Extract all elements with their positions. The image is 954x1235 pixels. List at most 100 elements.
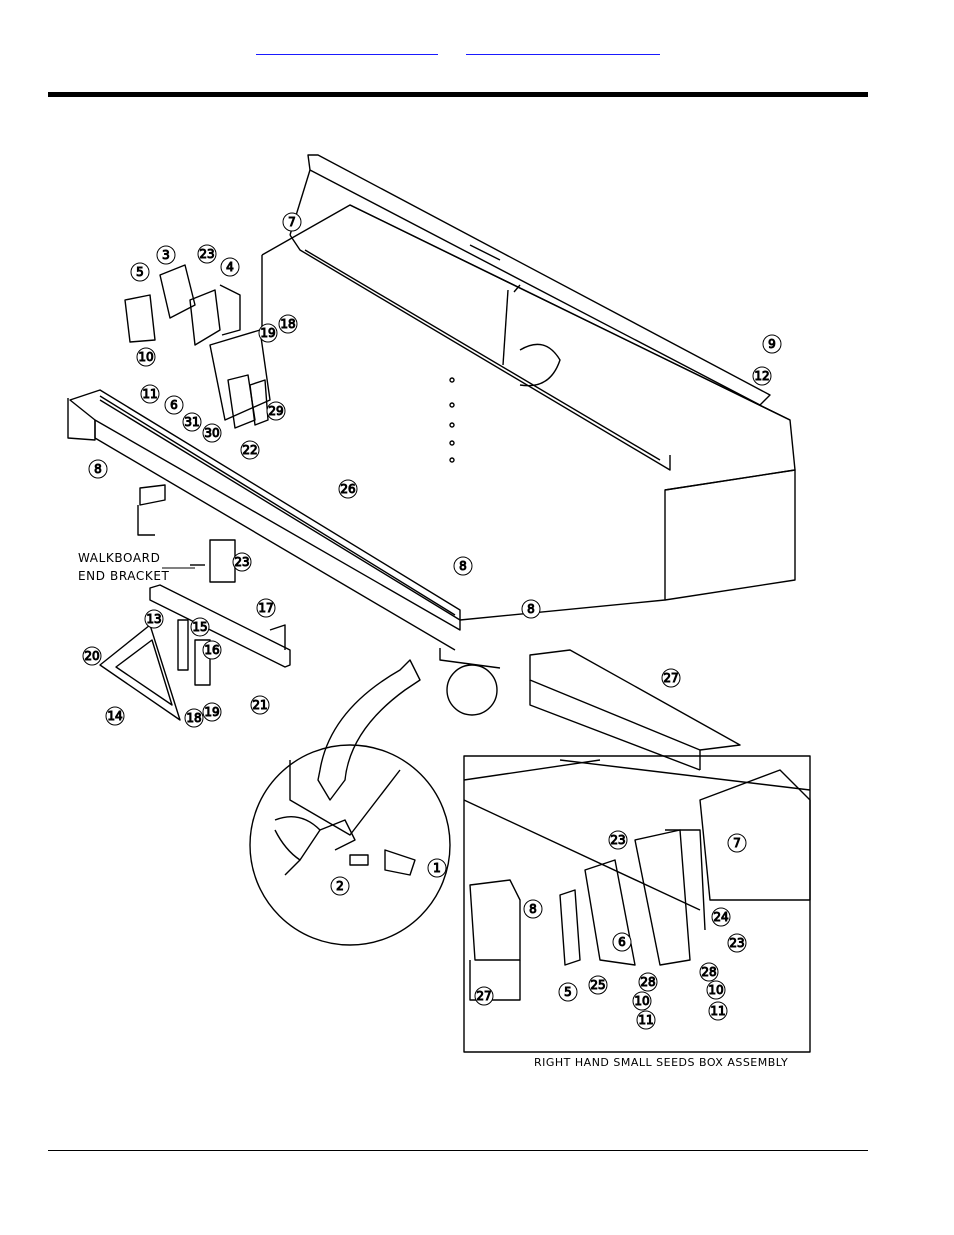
callout-16: 16: [203, 641, 221, 659]
svg-text:4: 4: [226, 260, 234, 274]
svg-text:15: 15: [192, 620, 207, 634]
svg-text:25: 25: [590, 978, 605, 992]
callout-11a: 11: [141, 385, 159, 403]
svg-text:1: 1: [433, 861, 441, 875]
callout-22: 22: [241, 441, 259, 459]
svg-text:27: 27: [476, 989, 491, 1003]
footer-rule: [48, 1150, 868, 1151]
svg-text:19: 19: [204, 705, 219, 719]
callout-8c: 8: [522, 600, 540, 618]
callout-13: 13: [145, 610, 163, 628]
callout-6b: 6: [613, 933, 631, 951]
callout-12: 12: [753, 367, 771, 385]
callout-5a: 5: [131, 263, 149, 281]
svg-text:31: 31: [184, 415, 199, 429]
svg-text:23: 23: [199, 247, 214, 261]
svg-text:5: 5: [564, 985, 572, 999]
callout-21: 21: [251, 696, 269, 714]
svg-text:8: 8: [529, 902, 537, 916]
svg-text:3: 3: [162, 248, 170, 262]
callout-28a: 28: [700, 963, 718, 981]
svg-text:12: 12: [754, 369, 769, 383]
callout-19b: 19: [203, 703, 221, 721]
svg-text:14: 14: [107, 709, 122, 723]
svg-text:23: 23: [234, 555, 249, 569]
callout-6a: 6: [165, 396, 183, 414]
svg-text:20: 20: [84, 649, 99, 663]
walkboard-label-line1: WALKBOARD: [78, 551, 160, 565]
callout-14: 14: [106, 707, 124, 725]
svg-text:10: 10: [708, 983, 723, 997]
callout-23b: 23: [233, 553, 251, 571]
callout-23d: 23: [728, 934, 746, 952]
callout-8b: 8: [454, 557, 472, 575]
svg-text:6: 6: [170, 398, 178, 412]
callout-15: 15: [191, 618, 209, 636]
callout-5b: 5: [559, 983, 577, 1001]
callout-29: 29: [267, 402, 285, 420]
svg-text:5: 5: [136, 265, 144, 279]
callout-10a: 10: [137, 348, 155, 366]
svg-text:23: 23: [729, 936, 744, 950]
svg-text:7: 7: [733, 836, 741, 850]
callout-4: 4: [221, 258, 239, 276]
svg-text:17: 17: [258, 601, 273, 615]
svg-text:8: 8: [527, 602, 535, 616]
callout-23a: 23: [198, 245, 216, 263]
callout-27a: 27: [662, 669, 680, 687]
svg-text:30: 30: [204, 426, 219, 440]
svg-text:7: 7: [288, 215, 296, 229]
svg-text:18: 18: [280, 317, 295, 331]
svg-text:13: 13: [146, 612, 161, 626]
callout-23c: 23: [609, 831, 627, 849]
callout-18b: 18: [185, 709, 203, 727]
svg-text:29: 29: [268, 404, 283, 418]
callout-8d: 8: [524, 900, 542, 918]
callout-7a: 7: [283, 213, 301, 231]
callout-7b: 7: [728, 834, 746, 852]
callout-2: 2: [331, 877, 349, 895]
svg-text:24: 24: [713, 910, 728, 924]
inset-caption: RIGHT HAND SMALL SEEDS BOX ASSEMBLY: [534, 1056, 788, 1069]
svg-text:22: 22: [242, 443, 257, 457]
callout-8a: 8: [89, 460, 107, 478]
callout-9: 9: [763, 335, 781, 353]
callout-1: 1: [428, 859, 446, 877]
callout-11c: 11: [637, 1011, 655, 1029]
callout-26: 26: [339, 480, 357, 498]
svg-text:19: 19: [260, 326, 275, 340]
callout-19a: 19: [259, 324, 277, 342]
svg-text:23: 23: [610, 833, 625, 847]
svg-text:16: 16: [204, 643, 219, 657]
callout-11b: 11: [709, 1002, 727, 1020]
callout-27b: 27: [475, 987, 493, 1005]
svg-text:28: 28: [701, 965, 716, 979]
svg-text:6: 6: [618, 935, 626, 949]
svg-text:2: 2: [336, 879, 344, 893]
svg-text:10: 10: [634, 994, 649, 1008]
svg-text:26: 26: [340, 482, 355, 496]
walkboard-label-line2: END BRACKET: [78, 569, 170, 583]
callout-28b: 28: [639, 973, 657, 991]
svg-text:27: 27: [663, 671, 678, 685]
svg-text:18: 18: [186, 711, 201, 725]
svg-text:11: 11: [142, 387, 157, 401]
callout-31: 31: [183, 413, 201, 431]
svg-text:11: 11: [638, 1013, 653, 1027]
callout-25: 25: [589, 976, 607, 994]
svg-text:21: 21: [252, 698, 267, 712]
callout-10c: 10: [633, 992, 651, 1010]
svg-text:9: 9: [768, 337, 776, 351]
seed-box-drawing: [68, 155, 810, 1052]
svg-text:8: 8: [94, 462, 102, 476]
callout-3: 3: [157, 246, 175, 264]
callout-24: 24: [712, 908, 730, 926]
callout-30: 30: [203, 424, 221, 442]
svg-text:10: 10: [138, 350, 153, 364]
svg-text:8: 8: [459, 559, 467, 573]
callout-10b: 10: [707, 981, 725, 999]
svg-text:28: 28: [640, 975, 655, 989]
callout-17: 17: [257, 599, 275, 617]
callout-18a: 18: [279, 315, 297, 333]
